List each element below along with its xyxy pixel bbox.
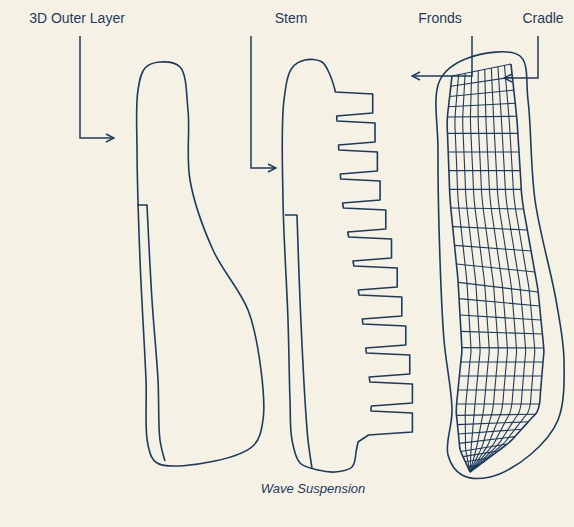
leader-line <box>80 36 114 138</box>
mesh-line <box>457 422 528 425</box>
mesh-line <box>470 64 544 472</box>
mesh-line <box>450 189 522 190</box>
mesh-line <box>470 65 535 472</box>
mesh-line <box>462 347 544 348</box>
part-label: Stem <box>275 10 308 27</box>
mesh-line <box>449 103 516 107</box>
mesh-line <box>459 375 541 376</box>
stem-edge <box>285 215 312 468</box>
mesh-line <box>457 414 536 415</box>
cradle-outline <box>436 52 564 479</box>
leader-line <box>251 36 276 168</box>
leader-line <box>412 36 472 76</box>
mesh-line <box>461 331 542 334</box>
mesh-line <box>447 116 516 118</box>
mesh-line <box>449 170 520 171</box>
part-label: Cradle <box>522 10 563 27</box>
mesh-line <box>458 282 538 292</box>
part-label: Fronds <box>418 10 462 27</box>
mesh-line <box>451 77 513 86</box>
mesh-line <box>456 264 534 272</box>
caption: Wave Suspension <box>261 480 366 497</box>
mesh-line <box>459 299 540 306</box>
mesh-line <box>452 64 511 76</box>
mesh-line <box>455 245 532 251</box>
mesh-line <box>457 403 540 404</box>
mesh-line <box>451 208 524 209</box>
mesh-line <box>461 361 543 362</box>
mesh-line <box>460 315 541 320</box>
outer-layer-shape <box>137 62 264 466</box>
mesh-line <box>448 133 518 134</box>
mesh-line <box>448 151 519 152</box>
mesh-line <box>450 90 514 96</box>
outer-layer-edge <box>137 205 165 461</box>
mesh-line <box>458 389 541 390</box>
part-label: 3D Outer Layer <box>29 10 125 27</box>
mesh-line <box>453 227 528 230</box>
stem-fronds-shape <box>282 59 412 472</box>
